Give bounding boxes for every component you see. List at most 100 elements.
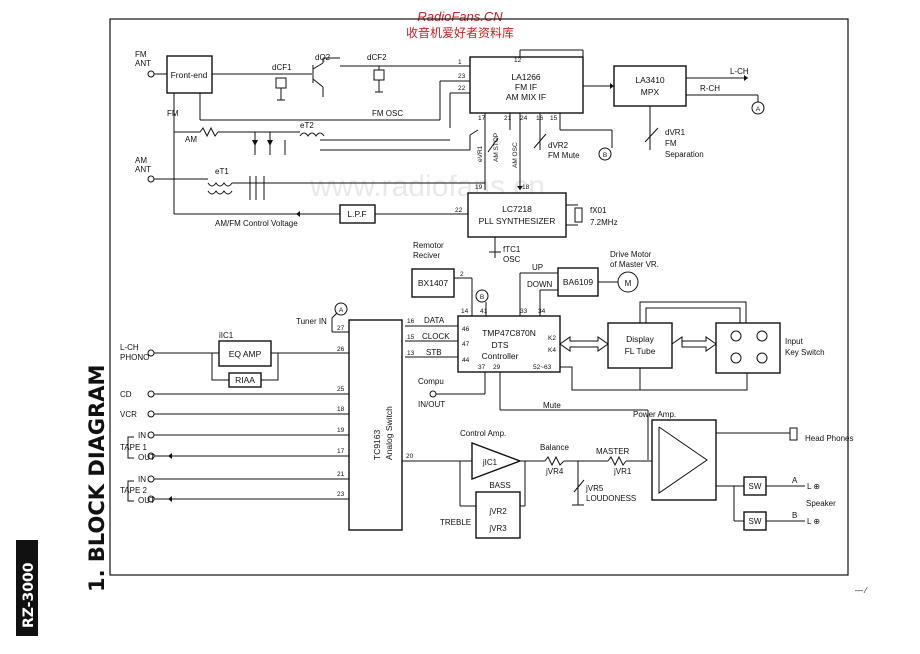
dvr1-fm: FM <box>665 139 677 148</box>
speaker-l-a: L ⊕ <box>807 482 820 491</box>
pin-34: 34 <box>538 308 546 315</box>
down-label: DOWN <box>527 280 553 289</box>
key-switch-block <box>715 322 781 374</box>
dq2-label: dQ2 <box>315 53 331 62</box>
compu-label: Compu <box>418 377 444 386</box>
am-label: AM <box>185 135 197 144</box>
treble-label: TREBLE <box>440 518 471 527</box>
frontend-label: Front-end <box>171 70 208 80</box>
jvr4-pot <box>544 455 565 467</box>
evr1-label: eVR1 <box>477 145 484 162</box>
vcr-terminal <box>147 410 155 418</box>
pin-21: 21 <box>504 115 512 122</box>
out-b-label: B <box>792 511 797 520</box>
connector-b-mid <box>475 289 489 303</box>
fltube-label: FL Tube <box>625 346 656 356</box>
pin-33: 33 <box>520 308 528 315</box>
pin-1: 1 <box>458 59 462 66</box>
am-ant-label: AM <box>135 156 147 165</box>
la1266-block <box>469 56 584 114</box>
pin-27: 27 <box>337 325 345 332</box>
am-osc-label: AM OSC <box>512 142 519 168</box>
cd-label: CD <box>120 390 132 399</box>
lc7218-block <box>467 192 567 238</box>
pin-2: 2 <box>460 271 464 278</box>
analog-switch-label: Analog Switch <box>384 406 394 460</box>
fm-ant-label: FM <box>135 50 147 59</box>
tmp47c870n-block <box>457 315 561 373</box>
site-subtitle: 收音机爱好者资料库 <box>406 25 514 40</box>
fx01-label: fX01 <box>590 206 607 215</box>
connector-a-mid-label: A <box>339 307 344 314</box>
remotor-label: Remotor <box>413 241 444 250</box>
pin-22b: 22 <box>455 207 463 214</box>
lch-out-label: L-CH <box>730 67 749 76</box>
pin-22: 22 <box>458 85 466 92</box>
la3410-block <box>613 65 687 107</box>
motor-label: M <box>625 279 632 288</box>
jvr1-label: jVR1 <box>613 467 632 476</box>
receiver-label: Reciver <box>413 251 440 260</box>
pin-41: 41 <box>480 308 488 315</box>
pin-12: 12 <box>514 57 522 64</box>
am-ant-label-2: ANT <box>135 165 151 174</box>
fm-label: FM <box>167 109 179 118</box>
et1-label: eT1 <box>215 167 229 176</box>
power-amp-block <box>651 419 717 501</box>
ba6109-block <box>557 267 599 297</box>
am-resistor <box>199 126 219 138</box>
am-stop-label: AM STOP <box>493 133 500 162</box>
speaker-l-b: L ⊕ <box>807 517 820 526</box>
clock-label: CLOCK <box>422 332 450 341</box>
dcf1-filter <box>275 77 287 89</box>
tmp-controller: Controller <box>482 351 519 361</box>
stb-label: STB <box>426 348 442 357</box>
pin-37: 37 <box>478 364 486 371</box>
corner-mark: — ⁄ <box>855 586 868 595</box>
sw-b-label: SW <box>749 517 762 526</box>
la3410-label: LA3410 <box>635 75 665 85</box>
loudoness-label: LOUDONESS <box>586 494 636 503</box>
la1266-label: LA1266 <box>511 72 541 82</box>
drive-motor-label: Drive Motor <box>610 250 652 259</box>
ftc1-osc: OSC <box>503 255 521 264</box>
et1-coil <box>207 182 233 187</box>
page-title: 1. BLOCK DIAGRAM <box>85 365 109 592</box>
head-phones-label: Head Phones <box>805 434 853 443</box>
pin-20: 20 <box>406 453 414 460</box>
pin-25: 25 <box>337 386 345 393</box>
dcf1-label: dCF1 <box>272 63 292 72</box>
connector-a-top-label: A <box>756 106 761 113</box>
tape1-out-label: OUT <box>138 453 155 462</box>
phono-label: PHONO <box>120 353 149 362</box>
la1266-amif: AM MIX IF <box>506 92 546 102</box>
fm-osc-label: FM OSC <box>372 109 403 118</box>
pin-13: 13 <box>407 350 415 357</box>
la3410-mpx: MPX <box>641 87 660 97</box>
dcf2-filter <box>373 69 385 81</box>
tape1-label: TAPE 1 <box>120 443 148 452</box>
tmp-label: TMP47C870N <box>482 328 536 338</box>
tape2-label: TAPE 2 <box>120 486 148 495</box>
model-badge <box>16 540 38 636</box>
pin-16b: 16 <box>407 318 415 325</box>
balance-label: Balance <box>540 443 569 452</box>
dvr1-label: dVR1 <box>665 128 686 137</box>
key-switch-symbols <box>730 330 768 364</box>
bx1407-block <box>411 268 455 298</box>
connector-b-top-label: B <box>603 152 607 159</box>
pin-14: 14 <box>461 308 469 315</box>
drive-motor-sub: of Master VR. <box>610 260 659 269</box>
tape2-out-label: OUT <box>138 496 155 505</box>
data-label: DATA <box>424 316 445 325</box>
pin-18b: 18 <box>337 406 345 413</box>
bus-arrow-key <box>671 336 717 352</box>
pin-15b: 15 <box>407 334 415 341</box>
key-switch-label: Key Switch <box>785 348 825 357</box>
k2-label: K2 <box>548 335 556 342</box>
ftc1-label: fTC1 <box>503 245 521 254</box>
jic1-label: jIC1 <box>482 458 498 467</box>
amfm-cv-label: AM/FM Control Voltage <box>215 219 298 228</box>
tape2-in-label: IN <box>138 475 146 484</box>
